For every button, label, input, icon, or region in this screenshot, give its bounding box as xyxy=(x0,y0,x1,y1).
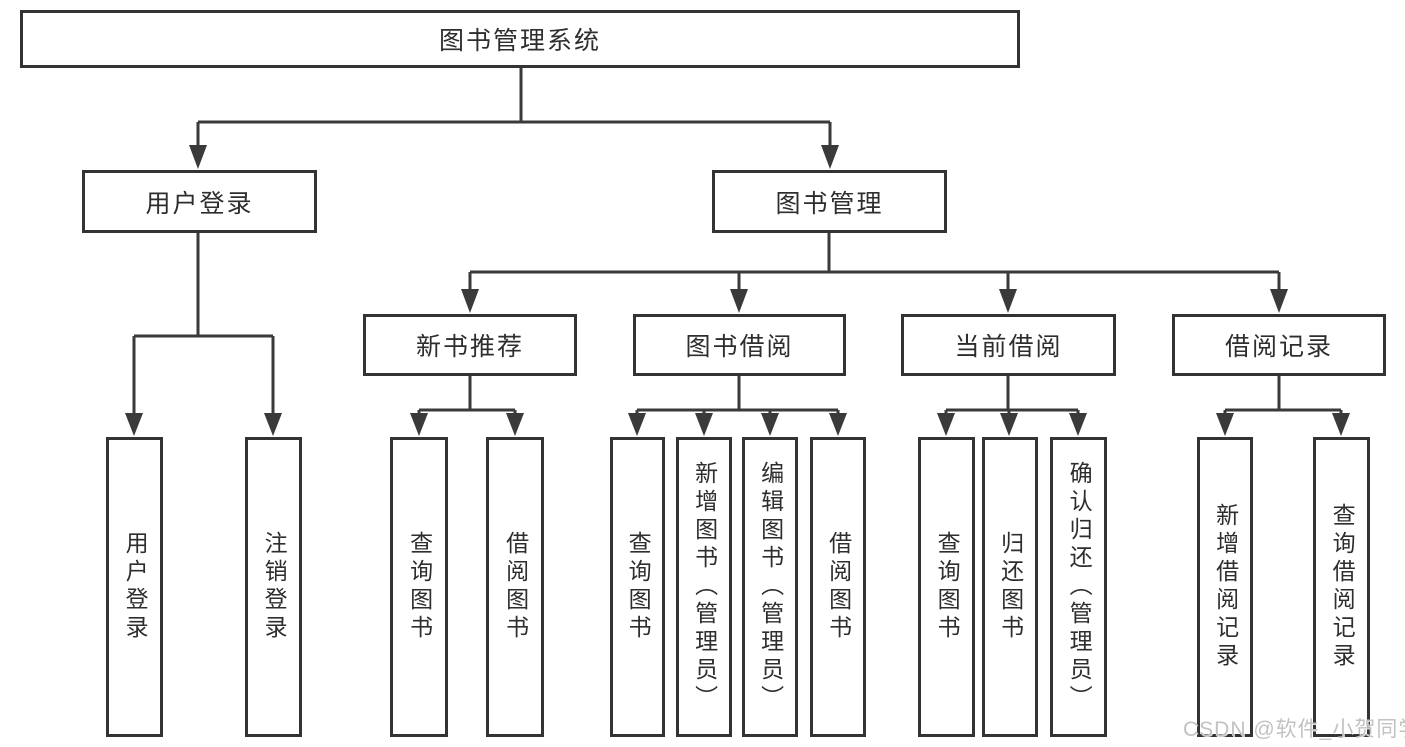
arrowhead xyxy=(189,145,207,169)
leaf-logout: 注销登录 xyxy=(245,437,302,737)
leaf-edit-book-admin: 编辑图书（管理员） xyxy=(742,437,798,737)
leaf-query-books-recommend: 查询图书 xyxy=(390,437,448,737)
arrowhead xyxy=(695,413,713,436)
arrowhead xyxy=(506,413,524,436)
arrowhead xyxy=(461,289,479,313)
arrowhead xyxy=(829,413,847,436)
arrowhead xyxy=(628,413,646,436)
arrowhead xyxy=(1270,289,1288,313)
node-new-book-recommend: 新书推荐 xyxy=(363,314,577,376)
leaf-return-book: 归还图书 xyxy=(982,437,1038,737)
arrowhead xyxy=(821,145,839,169)
leaf-borrow-books-recommend: 借阅图书 xyxy=(486,437,544,737)
arrowhead xyxy=(410,413,428,436)
node-book-management: 图书管理 xyxy=(712,170,947,233)
arrowhead xyxy=(761,413,779,436)
leaf-query-books-current: 查询图书 xyxy=(918,437,975,737)
leaf-query-books-borrow: 查询图书 xyxy=(610,437,665,737)
leaf-borrow-books: 借阅图书 xyxy=(810,437,866,737)
node-borrow-records: 借阅记录 xyxy=(1172,314,1386,376)
leaf-add-book-admin: 新增图书（管理员） xyxy=(676,437,732,737)
leaf-query-borrow-record: 查询借阅记录 xyxy=(1313,437,1370,737)
leaf-confirm-return-admin: 确认归还（管理员） xyxy=(1050,437,1107,737)
arrowhead xyxy=(937,413,955,436)
arrowhead xyxy=(1216,413,1234,436)
arrowhead xyxy=(730,289,748,313)
csdn-watermark: CSDN @软件_小贺同学 xyxy=(1183,718,1405,741)
node-current-borrow: 当前借阅 xyxy=(901,314,1116,376)
arrowhead xyxy=(264,413,282,436)
node-user-login: 用户登录 xyxy=(82,170,317,233)
arrowhead xyxy=(999,289,1017,313)
leaf-add-borrow-record: 新增借阅记录 xyxy=(1197,437,1253,737)
arrowhead xyxy=(1332,413,1350,436)
node-book-borrow: 图书借阅 xyxy=(633,314,846,376)
node-root: 图书管理系统 xyxy=(20,10,1020,68)
arrowhead xyxy=(1000,413,1018,436)
leaf-user-login: 用户登录 xyxy=(106,437,163,737)
arrowhead xyxy=(1069,413,1087,436)
arrowhead xyxy=(125,413,143,436)
